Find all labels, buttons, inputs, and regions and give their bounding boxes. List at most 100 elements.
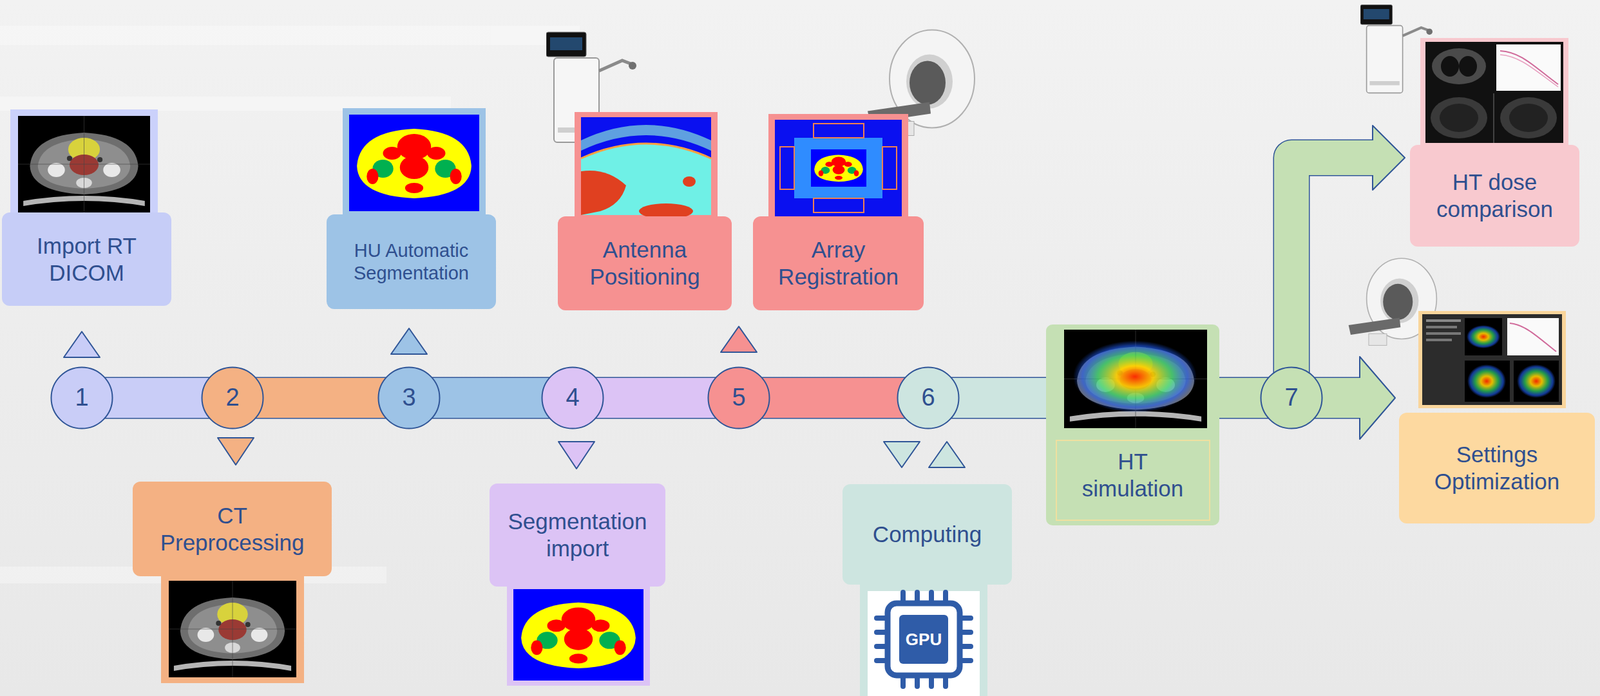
gpu-icon <box>859 584 988 696</box>
settings-screenshot <box>1507 318 1559 356</box>
step-title: Antenna Positioning <box>573 236 717 291</box>
result-box: HT simulation <box>1046 324 1220 526</box>
step-pointer <box>720 326 757 353</box>
step-pointer <box>390 328 428 355</box>
step-pointer <box>217 438 254 466</box>
dose-screenshot <box>1420 38 1569 147</box>
settings-screenshot <box>1516 364 1556 399</box>
step-number: 7 <box>1284 383 1298 413</box>
band-fill <box>431 378 551 419</box>
step-pointer <box>928 441 965 468</box>
flow-band <box>255 398 387 399</box>
arrow-head <box>1372 125 1405 191</box>
antenna-image <box>580 170 627 216</box>
array-image <box>813 123 864 138</box>
dose-screenshot <box>1496 44 1561 91</box>
process-box: CT Preprocessing <box>132 481 332 577</box>
band-outline <box>595 377 717 420</box>
step-circle: 6 <box>896 366 960 430</box>
process-box: Segmentation import <box>489 483 666 587</box>
dose-screenshot <box>1425 41 1564 143</box>
settings-screenshot <box>1426 338 1452 342</box>
array-image <box>768 114 909 220</box>
step-circle: 4 <box>541 366 605 430</box>
flow-band <box>595 398 717 399</box>
dose-screenshot <box>1500 97 1557 139</box>
flow-band <box>1291 125 1405 375</box>
settings-screenshot <box>1426 319 1461 323</box>
band-outline <box>431 377 551 420</box>
dose-screenshot <box>1458 56 1477 77</box>
process-box: Array Registration <box>752 216 924 311</box>
ct-image <box>10 109 158 218</box>
step-circle: 5 <box>707 366 771 430</box>
settings-screenshot <box>1464 360 1510 402</box>
band-fill <box>1291 157 1375 375</box>
segmentation-image <box>506 584 650 686</box>
array-image <box>780 146 795 190</box>
step-title: CT Preprocessing <box>148 502 317 557</box>
process-box: HU Automatic Segmentation <box>326 214 496 310</box>
step-number: 5 <box>731 383 746 413</box>
segmentation-image <box>513 589 644 681</box>
step-number: 6 <box>921 383 935 413</box>
band-fill <box>761 378 906 419</box>
band-outline <box>255 377 387 420</box>
step-circle: 2 <box>200 366 265 430</box>
simulation-frame <box>1064 329 1208 429</box>
step-title: Array Registration <box>768 236 909 291</box>
ct-image <box>18 115 151 213</box>
ct-image <box>161 573 305 684</box>
antenna-image <box>574 112 718 220</box>
simulation-frame <box>1046 324 1220 526</box>
flow-band <box>761 398 906 399</box>
settings-screenshot <box>1418 311 1566 409</box>
step-number: 1 <box>74 383 89 413</box>
settings-screenshot <box>1426 325 1458 329</box>
step-title: HT simulation <box>1071 448 1195 503</box>
circle-shape <box>1261 367 1323 429</box>
step-pointer <box>883 441 920 468</box>
settings-screenshot <box>1509 323 1557 352</box>
array-image <box>794 137 883 199</box>
step-circle: 7 <box>1259 366 1324 430</box>
circle-shape <box>378 367 440 429</box>
dose-screenshot <box>1500 54 1559 87</box>
step-title: Segmentation import <box>504 508 650 563</box>
step-title: HT dose comparison <box>1425 168 1564 223</box>
step-title: Computing <box>872 521 982 549</box>
band-fill <box>104 378 210 419</box>
array-image <box>810 149 867 187</box>
antenna-image <box>574 112 718 220</box>
settings-screenshot <box>1426 332 1461 335</box>
dose-screenshot <box>1420 38 1569 147</box>
simulation-frame <box>1046 324 1220 526</box>
process-box: Antenna Positioning <box>557 216 732 311</box>
flow-band <box>104 398 210 399</box>
simulation-frame <box>1073 340 1197 413</box>
segmentation-image <box>342 108 486 218</box>
array-image <box>774 119 902 217</box>
settings-screenshot <box>1422 314 1562 406</box>
ct-image <box>168 580 297 678</box>
settings-screenshot <box>1422 314 1562 406</box>
dose-screenshot <box>1431 48 1486 85</box>
dose-screenshot <box>1439 103 1479 133</box>
segmentation-image <box>506 584 650 686</box>
gpu-icon <box>899 615 949 665</box>
step-pointer <box>63 331 100 358</box>
ct-image <box>10 109 158 218</box>
output-box: Settings Optimization <box>1399 412 1595 524</box>
segmentation-image <box>349 114 480 212</box>
band-outline <box>950 377 1047 420</box>
process-box: Import RT DICOM <box>1 212 172 306</box>
dose-screenshot <box>1430 97 1488 139</box>
chip-label: GPU <box>899 615 949 665</box>
simulation-frame <box>1056 440 1210 521</box>
step-circle: 3 <box>377 366 441 430</box>
step-circle: 1 <box>50 366 114 430</box>
ct-image <box>161 573 305 684</box>
output-box: HT dose comparison <box>1409 144 1580 247</box>
step-number: 3 <box>401 383 416 413</box>
